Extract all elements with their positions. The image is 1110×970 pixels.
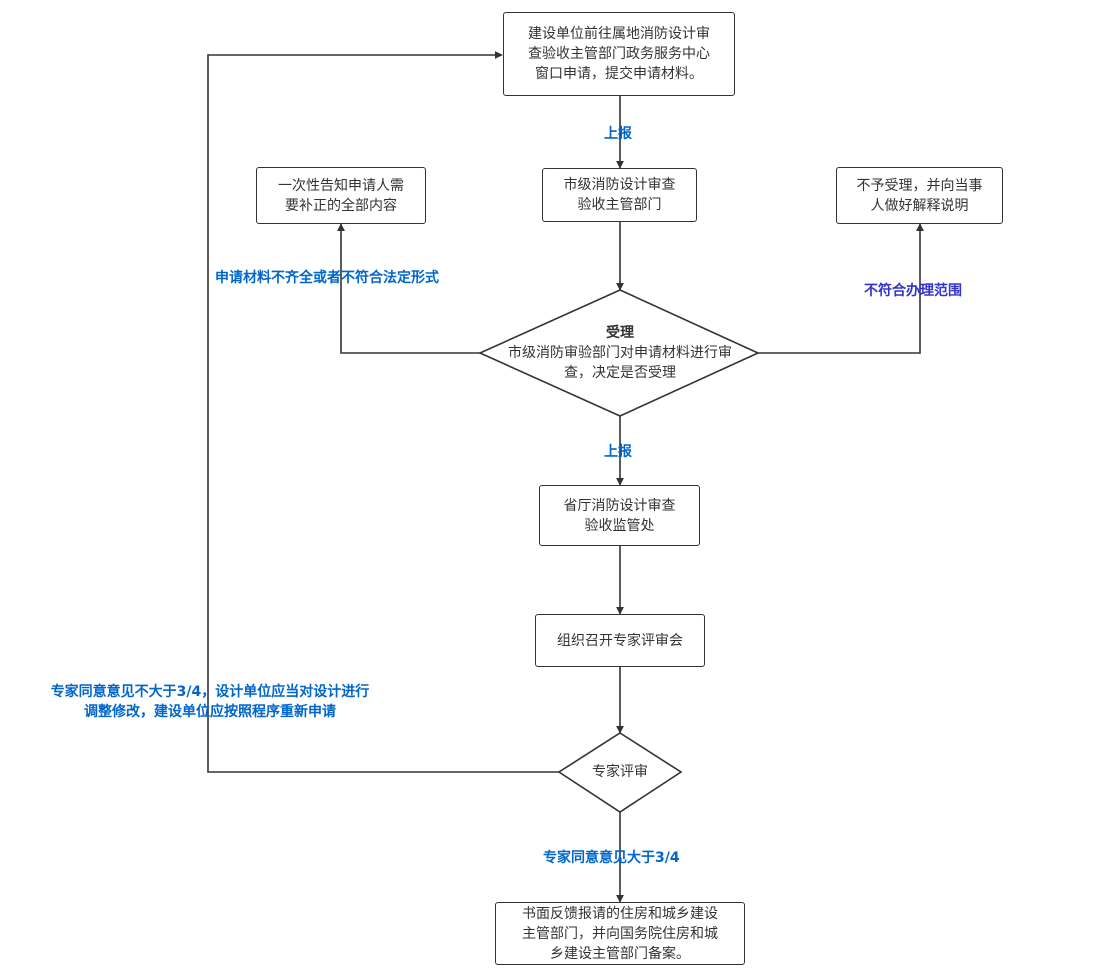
connectors (207, 51, 924, 903)
accept-decision-diamond (478, 289, 760, 417)
city-dept-node: 市级消防设计审查 验收主管部门 (542, 168, 697, 222)
label-out-of-scope: 不符合办理范围 (864, 283, 962, 299)
final-feedback-node: 书面反馈报请的住房和城乡建设 主管部门，并向国务院住房和城 乡建设主管部门备案。 (495, 902, 745, 965)
label-report-lower: 上报 (604, 444, 632, 460)
label-expert-reject-line1: 专家同意意见不大于3/4，设计单位应当对设计进行 (50, 684, 370, 700)
label-expert-reject: 专家同意意见不大于3/4，设计单位应当对设计进行 调整修改，建设单位应按照程序重… (20, 682, 400, 722)
not-accept-node: 不予受理，并向当事 人做好解释说明 (836, 167, 1003, 224)
label-incomplete-materials: 申请材料不齐全或者不符合法定形式 (215, 270, 439, 286)
label-report-upper: 上报 (604, 126, 632, 142)
edge-accept-to-reject (758, 223, 924, 354)
accept-decision-text: 受理 市级消防审验部门对申请材料进行审 查，决定是否受理 (486, 322, 754, 384)
edge-review-loop-back (207, 51, 559, 773)
label-expert-reject-line2: 调整修改，建设单位应按照程序重新申请 (84, 704, 336, 720)
accept-decision-body: 市级消防审验部门对申请材料进行审 查，决定是否受理 (508, 345, 732, 381)
province-dept-node: 省厅消防设计审查 验收监管处 (539, 485, 700, 546)
accept-decision-title: 受理 (606, 325, 634, 341)
edge-accept-to-notify (337, 223, 480, 354)
notify-supplement-node: 一次性告知申请人需 要补正的全部内容 (256, 167, 426, 224)
apply-node: 建设单位前往属地消防设计审 查验收主管部门政务服务中心 窗口申请，提交申请材料。 (503, 12, 735, 96)
label-expert-approve: 专家同意意见大于3/4 (543, 850, 680, 866)
expert-meeting-node: 组织召开专家评审会 (535, 614, 705, 667)
expert-review-diamond (557, 732, 683, 813)
expert-review-text: 专家评审 (592, 764, 648, 780)
